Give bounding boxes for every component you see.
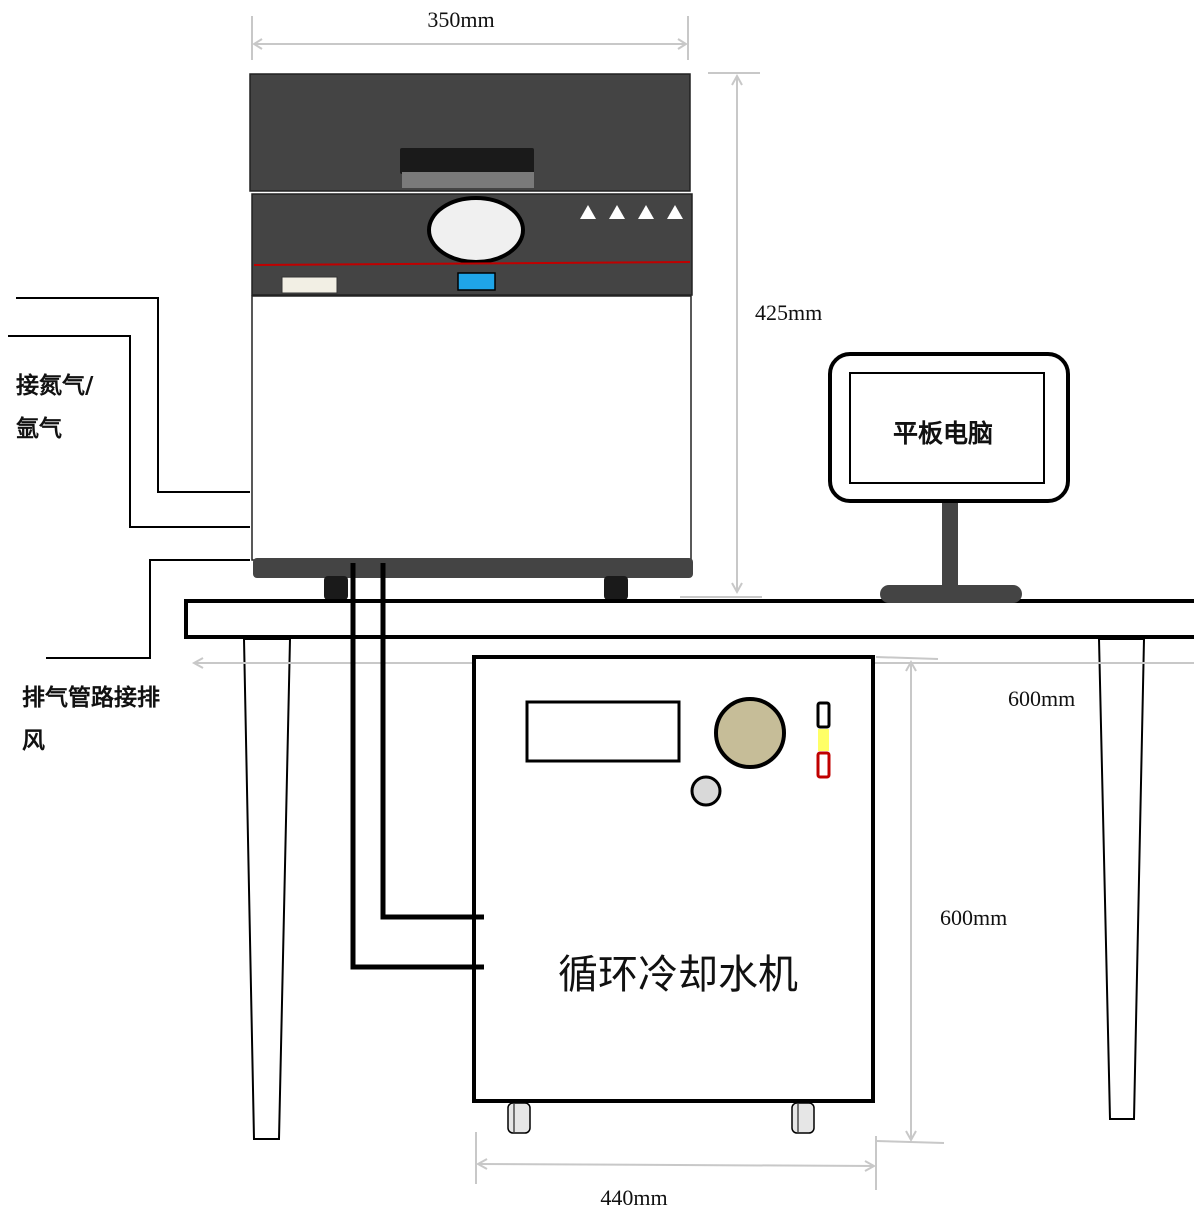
dimension-furnace-width <box>251 16 689 60</box>
furnace-unit <box>249 73 693 600</box>
exhaust-label: 排气管路接排 <box>22 684 160 711</box>
furnace-base <box>253 558 693 578</box>
viewing-window <box>427 196 525 264</box>
furnace-foot <box>604 576 628 600</box>
indicator-triangle-icon <box>638 205 654 219</box>
chiller-unit <box>472 655 875 1134</box>
red-stripe <box>253 261 691 266</box>
furnace-width-label: 350mm <box>427 7 494 32</box>
caster-wheel <box>507 1102 531 1134</box>
chiller-display <box>525 700 681 763</box>
gas-inlet-label: 接氮气/ <box>16 372 94 399</box>
gas-inlet-lines <box>8 297 250 528</box>
indicator-light-red <box>816 751 831 779</box>
indicator-triangle-icon <box>580 205 596 219</box>
chiller-small-button <box>690 775 722 807</box>
lid-handle-base <box>402 172 534 188</box>
indicator-light-yellow <box>818 729 829 751</box>
power-switch <box>281 276 338 294</box>
lid-handle <box>400 148 534 174</box>
furnace-body <box>251 295 692 561</box>
dimension-furnace-height <box>680 72 762 598</box>
blue-button <box>457 272 496 291</box>
table-width-label: 600mm <box>1008 686 1075 711</box>
gas-inlet-label: 氩气 <box>16 415 62 442</box>
chiller-width-label: 440mm <box>600 1185 667 1210</box>
tablet-stand-base <box>880 585 1022 603</box>
chiller-height-label: 600mm <box>940 905 1007 930</box>
cooling-pipes <box>350 563 484 970</box>
tablet-stand-pole <box>942 503 958 595</box>
caster-wheel <box>791 1102 815 1134</box>
chiller-label: 循环冷却水机 <box>558 952 798 998</box>
exhaust-line <box>46 559 250 659</box>
dimension-chiller-height <box>875 656 945 1144</box>
indicator-light-black <box>816 701 831 729</box>
tablet-label: 平板电脑 <box>893 419 993 448</box>
table-leg <box>242 638 292 1140</box>
table-top <box>184 599 1194 639</box>
furnace-foot <box>324 576 348 600</box>
tablet-screen <box>849 372 1045 484</box>
chiller-knob <box>714 697 786 769</box>
table-leg <box>1097 638 1146 1120</box>
indicator-triangle-icon <box>609 205 625 219</box>
indicator-triangle-icon <box>667 205 683 219</box>
tablet <box>828 352 1070 603</box>
furnace-height-label: 425mm <box>755 300 822 325</box>
dimension-chiller-width <box>475 1132 877 1190</box>
exhaust-label: 风 <box>22 728 45 754</box>
